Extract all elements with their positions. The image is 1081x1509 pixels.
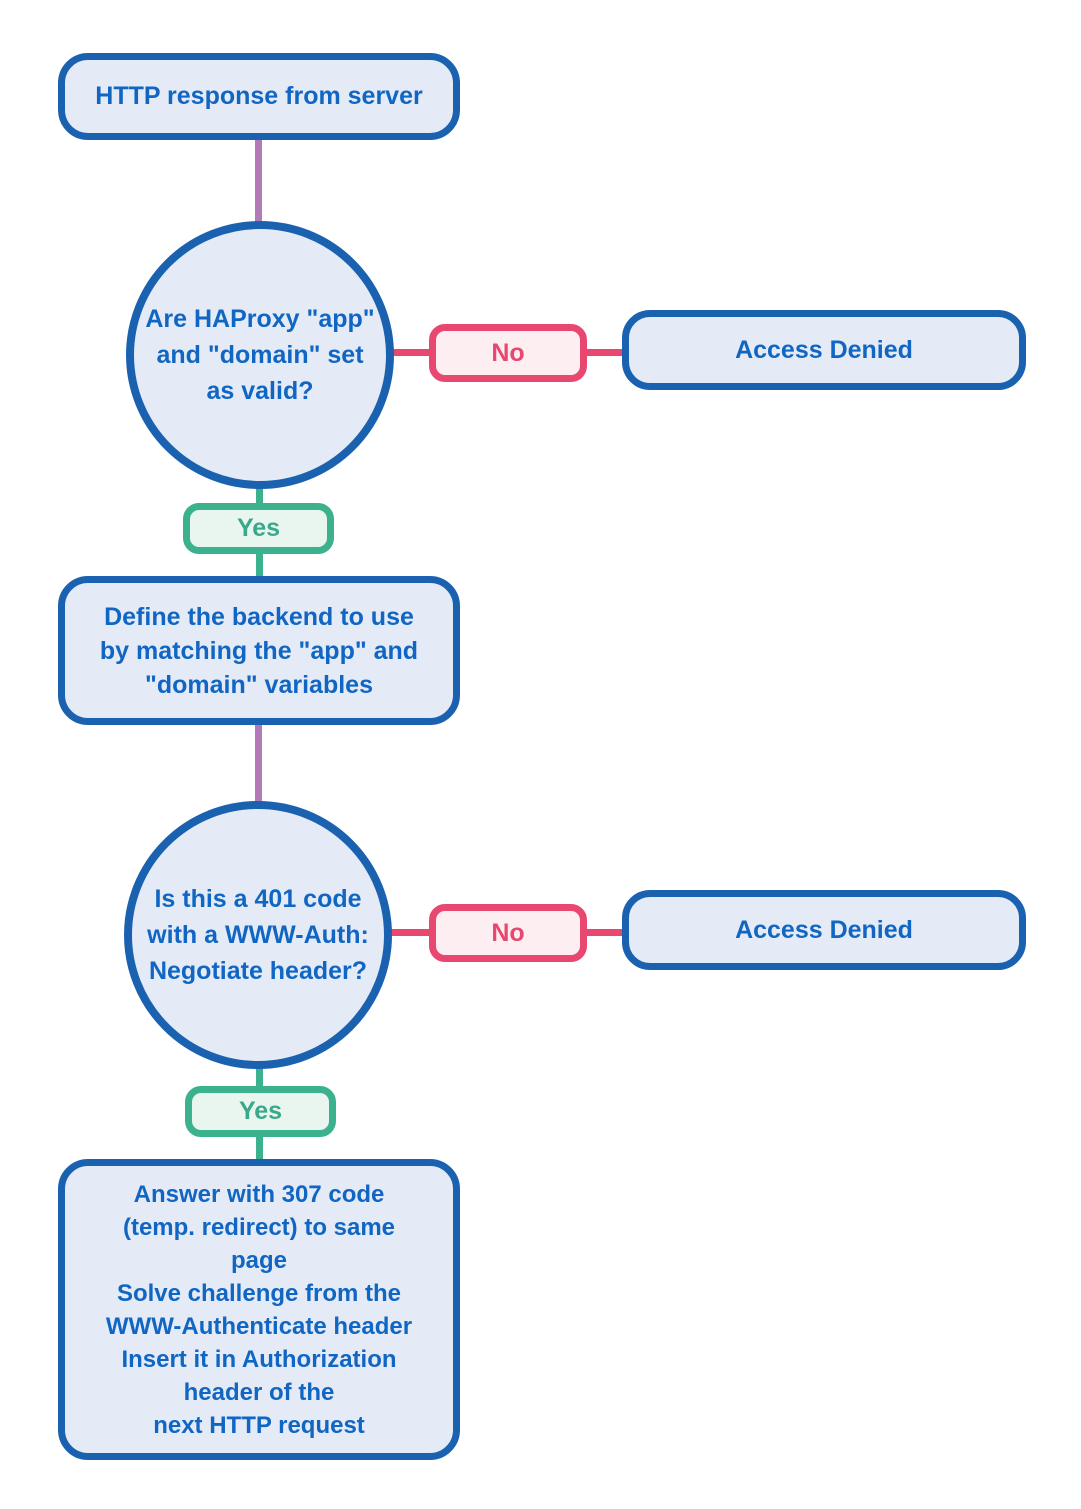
node-answer-307-line: Answer with 307 code	[133, 1180, 385, 1208]
decision-app-domain-line: and "domain" set	[156, 341, 364, 369]
node-define-backend-line: "domain" variables	[145, 670, 373, 699]
node-access-denied-1-label: Access Denied	[735, 335, 913, 364]
node-answer-307-line: Solve challenge from the	[116, 1279, 402, 1307]
decision-401-line: Negotiate header?	[148, 957, 368, 985]
decision-app-domain-line: Are HAProxy "app"	[145, 305, 375, 333]
connector-decision2-to-no2	[388, 929, 432, 936]
node-answer-307-line: WWW-Authenticate header	[105, 1312, 413, 1340]
decision-401-line: with a WWW-Auth:	[147, 921, 369, 949]
node-decision-app-domain: Are HAProxy "app" and "domain" set as va…	[126, 221, 394, 489]
node-answer-307: Answer with 307 code (temp. redirect) to…	[58, 1159, 460, 1460]
connector-decision2-to-yes2	[256, 1066, 263, 1089]
edge-label-yes-2: Yes	[185, 1086, 336, 1137]
connector-yes2-to-answer	[256, 1134, 263, 1162]
node-define-backend-line: Define the backend to use	[104, 602, 414, 631]
edge-label-no-2: No	[429, 904, 587, 962]
edge-label-no-1: No	[429, 324, 587, 382]
node-answer-307-line: next HTTP request	[153, 1411, 365, 1439]
edge-label-no-1-text: No	[491, 338, 525, 367]
node-answer-307-line: header of the	[183, 1378, 335, 1406]
node-http-response-label: HTTP response from server	[95, 82, 423, 110]
connector-decision1-to-no1	[390, 349, 432, 356]
edge-label-no-2-text: No	[491, 918, 525, 947]
decision-401-line: Is this a 401 code	[154, 885, 362, 913]
edge-label-yes-1-text: Yes	[236, 514, 281, 542]
node-define-backend: Define the backend to use by matching th…	[58, 576, 460, 725]
connector-decision1-to-yes1	[256, 486, 263, 506]
connector-yes1-to-define	[256, 551, 263, 579]
node-answer-307-line: (temp. redirect) to same	[122, 1213, 396, 1241]
decision-app-domain-line: as valid?	[206, 377, 314, 405]
connector-no2-to-denied2	[584, 929, 626, 936]
node-http-response: HTTP response from server	[58, 53, 460, 140]
node-answer-307-line: Insert it in Authorization	[121, 1345, 397, 1373]
node-access-denied-2: Access Denied	[622, 890, 1026, 970]
connector-start-to-decision1	[255, 138, 262, 224]
edge-label-yes-2-text: Yes	[238, 1097, 283, 1125]
connector-no1-to-denied1	[584, 349, 626, 356]
node-access-denied-1: Access Denied	[622, 310, 1026, 390]
edge-label-yes-1: Yes	[183, 503, 334, 554]
node-access-denied-2-label: Access Denied	[735, 915, 913, 944]
node-answer-307-line: page	[230, 1246, 287, 1274]
connector-define-to-decision2	[255, 722, 262, 804]
node-decision-401: Is this a 401 code with a WWW-Auth: Nego…	[124, 801, 392, 1069]
node-define-backend-line: by matching the "app" and	[99, 636, 419, 665]
